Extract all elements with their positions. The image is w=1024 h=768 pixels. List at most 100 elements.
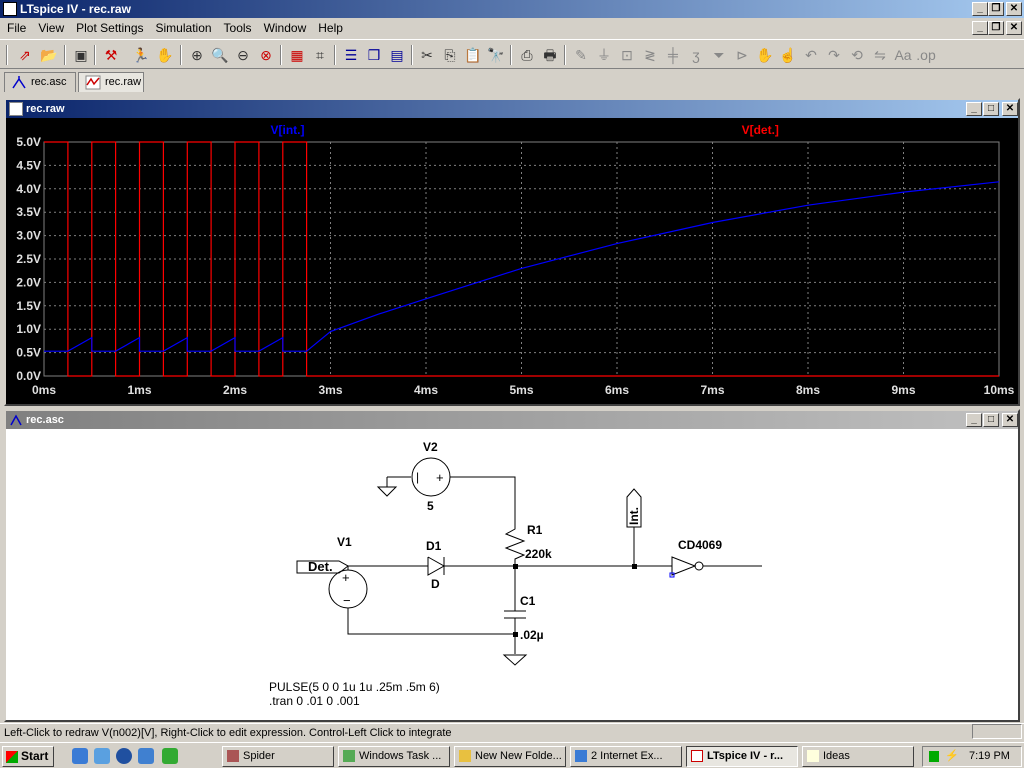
volume-muted-icon[interactable]: ⚡: [945, 750, 959, 762]
schematic-minimize-button[interactable]: _: [966, 413, 982, 427]
start-label: Start: [21, 749, 49, 763]
add-trace-icon[interactable]: ⌗: [316, 47, 324, 63]
open-folder-icon[interactable]: 📂: [40, 47, 58, 63]
tray-status-icon[interactable]: [929, 751, 939, 762]
cd4069-inverter[interactable]: [671, 556, 697, 576]
tab-rec-raw[interactable]: rec.raw: [78, 72, 144, 92]
menu-plot-settings[interactable]: Plot Settings: [76, 21, 144, 35]
y-tick-label: 1.0V: [16, 322, 41, 336]
task-spider[interactable]: Spider: [222, 746, 334, 767]
close-button[interactable]: ✕: [1006, 2, 1022, 16]
menu-file[interactable]: File: [7, 21, 27, 35]
d1-diode[interactable]: [427, 556, 446, 576]
schematic-maximize-button[interactable]: □: [983, 413, 999, 427]
y-tick-label: 3.0V: [16, 229, 41, 243]
ie-quicklaunch-icon[interactable]: [72, 748, 88, 764]
plot-minimize-button[interactable]: _: [966, 102, 982, 116]
cut-icon[interactable]: ✂: [421, 47, 433, 63]
excel-quicklaunch-icon[interactable]: [162, 748, 178, 764]
ground-icon[interactable]: ⏚: [597, 47, 611, 63]
status-text: Left-Click to redraw V(n002)[V], Right-C…: [4, 727, 452, 739]
pulse-directive[interactable]: PULSE(5 0 0 1u 1u .25m .5m 6): [269, 680, 440, 694]
paste-icon[interactable]: 📋: [464, 47, 482, 63]
wire-v1-ground: [347, 608, 515, 635]
task-ideas[interactable]: Ideas: [802, 746, 914, 767]
mirror-icon[interactable]: ⇋: [874, 47, 886, 63]
folder-icon: [459, 750, 471, 762]
waveform-icon: [9, 102, 23, 116]
menu-tools[interactable]: Tools: [223, 21, 252, 35]
start-button[interactable]: Start: [2, 746, 54, 767]
show-desktop-icon[interactable]: [138, 748, 154, 764]
d1-model: D: [431, 577, 440, 591]
schematic-close-button[interactable]: ✕: [1002, 413, 1018, 427]
capacitor-icon[interactable]: ╪: [668, 47, 678, 63]
task-ltspice[interactable]: LTspice IV - r...: [686, 746, 798, 767]
det-net-flag[interactable]: [296, 560, 349, 574]
print-icon[interactable]: 🖶: [543, 47, 557, 63]
resistor-icon[interactable]: ≷: [644, 47, 656, 63]
tab-rec-asc[interactable]: rec.asc: [4, 72, 76, 92]
task-new-folder[interactable]: New New Folde...: [454, 746, 566, 767]
task-internet-explorer[interactable]: 2 Internet Ex...: [570, 746, 682, 767]
save-icon[interactable]: ▣: [74, 47, 88, 63]
task-task-manager[interactable]: Windows Task ...: [338, 746, 450, 767]
restore-button[interactable]: ❐: [988, 2, 1004, 16]
trace-label[interactable]: V[int.]: [271, 123, 305, 137]
mdi-close-button[interactable]: ✕: [1006, 21, 1022, 35]
int-net-flag[interactable]: [626, 488, 642, 566]
control-panel-icon[interactable]: ⚒: [104, 47, 118, 63]
ltspice-app-icon[interactable]: [3, 2, 17, 16]
schematic-canvas[interactable]: | + + − V2 5 R1 220k V1 Det. D1 D C1 .02…: [6, 429, 1018, 720]
run-icon[interactable]: 🏃: [132, 47, 150, 63]
zoom-fit-icon[interactable]: ⊗: [260, 47, 272, 63]
spice-directive-icon[interactable]: .op: [916, 47, 936, 63]
mdi-minimize-button[interactable]: _: [972, 21, 988, 35]
menu-simulation[interactable]: Simulation: [155, 21, 212, 35]
move-icon[interactable]: ✋: [756, 47, 774, 63]
copy-icon[interactable]: ⎘: [444, 47, 456, 63]
system-tray: ⚡ 7:19 PM: [922, 746, 1022, 767]
outlook-quicklaunch-icon[interactable]: [94, 748, 110, 764]
autorange-icon[interactable]: ▦: [290, 47, 304, 63]
drag-icon[interactable]: ☝: [779, 47, 797, 63]
rotate-icon[interactable]: ⟲: [851, 47, 863, 63]
x-tick-label: 8ms: [796, 383, 820, 397]
plot-close-button[interactable]: ✕: [1002, 102, 1018, 116]
tran-directive[interactable]: .tran 0 .01 0 .001: [269, 694, 360, 708]
plot-maximize-button[interactable]: □: [983, 102, 999, 116]
zoom-out-icon[interactable]: ⊖: [237, 47, 249, 63]
find-icon[interactable]: 🔭: [487, 47, 505, 63]
menu-help[interactable]: Help: [318, 21, 343, 35]
zoom-in-icon[interactable]: ⊕: [191, 47, 203, 63]
x-tick-label: 5ms: [509, 383, 533, 397]
menu-view[interactable]: View: [38, 21, 65, 35]
trace-v-int[interactable]: [44, 181, 1000, 352]
draw-wire-icon[interactable]: ✎: [575, 47, 587, 63]
mdi-restore-button[interactable]: ❐: [988, 21, 1004, 35]
label-net-icon[interactable]: ⊡: [621, 47, 633, 63]
text-icon[interactable]: Aa: [894, 47, 912, 63]
r1-resistor[interactable]: [504, 524, 526, 566]
cascade-icon[interactable]: ❒: [367, 47, 381, 63]
v2-name: V2: [423, 440, 438, 454]
zoom-pan-icon[interactable]: 🔍: [211, 47, 229, 63]
tile-vertical-icon[interactable]: ▤: [390, 47, 404, 63]
clock[interactable]: 7:19 PM: [969, 750, 1010, 762]
trace-label[interactable]: V[det.]: [742, 123, 779, 137]
inductor-icon[interactable]: ʒ: [692, 47, 700, 63]
undo-icon[interactable]: ↶: [805, 47, 817, 63]
print-setup-icon[interactable]: ⎙: [521, 47, 533, 63]
diode-icon[interactable]: ⏷: [713, 47, 725, 63]
component-icon[interactable]: ⊳: [736, 47, 748, 63]
redo-icon[interactable]: ↷: [828, 47, 840, 63]
tile-horizontal-icon[interactable]: ☰: [344, 47, 358, 63]
open-schematic-icon[interactable]: ⇗: [19, 47, 31, 63]
minimize-button[interactable]: _: [972, 2, 988, 16]
halt-icon[interactable]: ✋: [156, 47, 174, 63]
menu-window[interactable]: Window: [263, 21, 307, 35]
c1-capacitor[interactable]: [504, 566, 526, 654]
media-player-quicklaunch-icon[interactable]: [116, 748, 132, 764]
